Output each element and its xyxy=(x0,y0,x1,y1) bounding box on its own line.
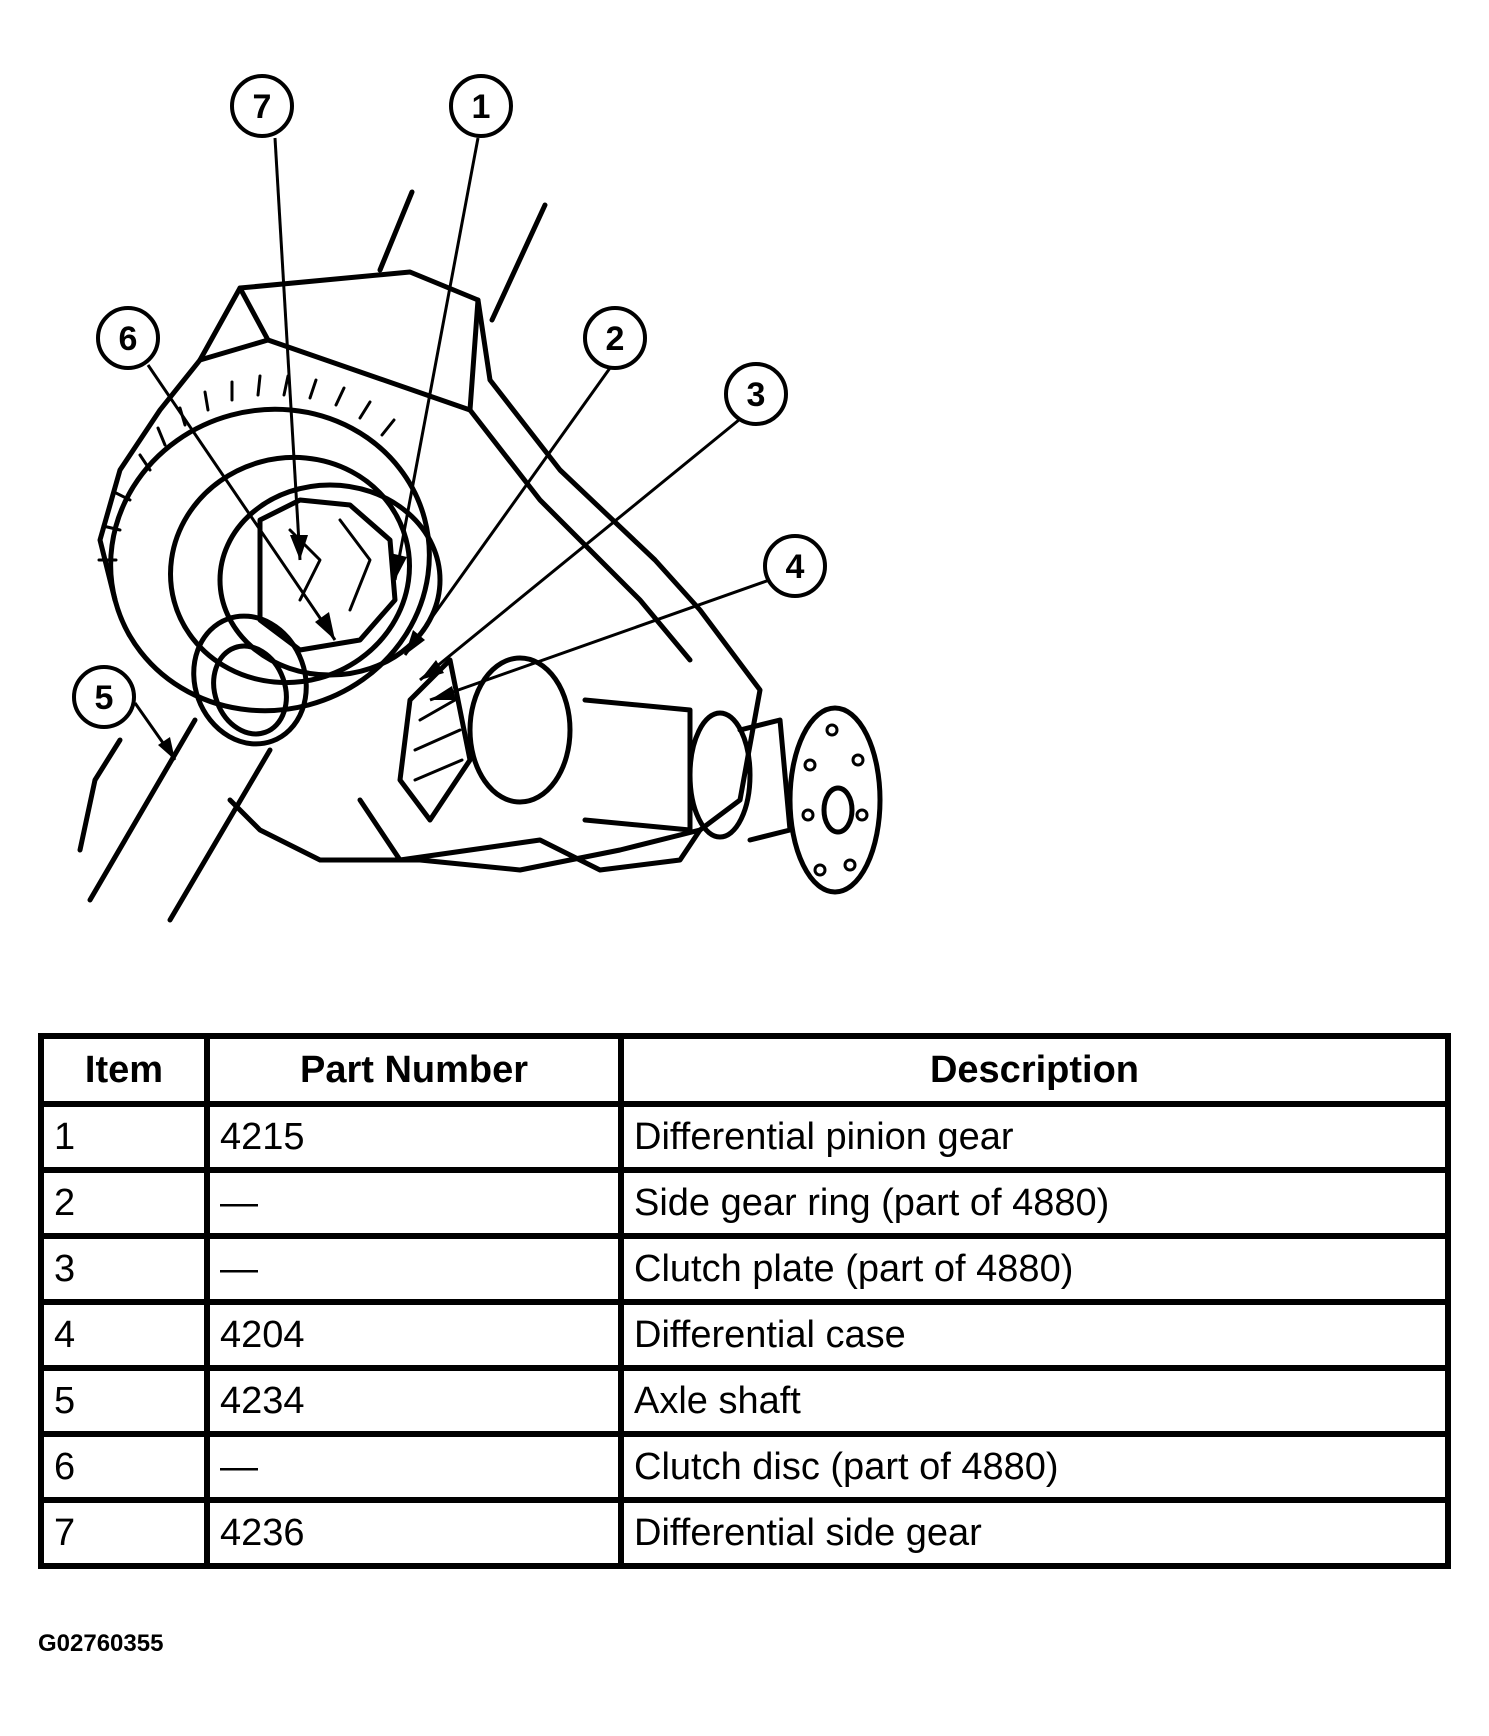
flange-bolt-holes xyxy=(801,723,869,877)
cell-item: 7 xyxy=(38,1497,210,1569)
table-row: 6 — Clutch disc (part of 4880) xyxy=(38,1431,1451,1503)
diff-case xyxy=(217,482,443,678)
cell-part-number: 4204 xyxy=(204,1299,624,1371)
vent-tube-right xyxy=(489,202,548,323)
vent-tube-left xyxy=(377,189,415,273)
svg-text:4: 4 xyxy=(786,548,805,586)
drive-pinion xyxy=(397,657,473,823)
table-row: 4 4204 Differential case xyxy=(38,1299,1451,1371)
leader-6 xyxy=(146,364,337,641)
pinion-bearing xyxy=(467,655,573,805)
figure-id: G02760355 xyxy=(38,1630,164,1657)
arrowhead-2 xyxy=(405,630,425,655)
callout-5: 5 xyxy=(72,665,136,729)
axle-housing-tube xyxy=(77,737,123,853)
housing-top-panel xyxy=(237,285,481,413)
cell-item: 5 xyxy=(38,1365,210,1437)
housing-rib-inner xyxy=(467,407,693,663)
leader-7 xyxy=(273,137,302,561)
axle-shaft xyxy=(87,717,273,923)
arrowhead-7 xyxy=(290,535,308,560)
cell-description: Clutch disc (part of 4880) xyxy=(618,1431,1451,1503)
cell-description: Clutch plate (part of 4880) xyxy=(618,1233,1451,1305)
housing-rib xyxy=(97,337,271,603)
leader-2 xyxy=(403,367,612,656)
cell-description: Differential case xyxy=(618,1299,1451,1371)
cell-item: 1 xyxy=(38,1101,210,1173)
differential-exploded-diagram: 7 1 6 2 3 4 5 xyxy=(72,74,883,923)
callout-1: 1 xyxy=(449,74,513,138)
cell-part-number: 4236 xyxy=(204,1497,624,1569)
cell-description: Side gear ring (part of 4880) xyxy=(618,1167,1451,1239)
svg-text:5: 5 xyxy=(95,679,114,717)
table-row: 5 4234 Axle shaft xyxy=(38,1365,1451,1437)
arrowhead-3 xyxy=(420,660,444,680)
arrowhead-1 xyxy=(390,553,407,580)
side-gear xyxy=(257,497,398,653)
svg-text:3: 3 xyxy=(747,376,766,414)
svg-text:6: 6 xyxy=(119,320,138,358)
table-row: 1 4215 Differential pinion gear xyxy=(38,1101,1451,1173)
parts-table: Item Part Number Description 1 4215 Diff… xyxy=(38,1033,1451,1569)
cell-description: Differential pinion gear xyxy=(618,1101,1451,1173)
pinion-shaft xyxy=(582,697,693,833)
ring-gear xyxy=(108,406,432,714)
cell-description: Differential side gear xyxy=(618,1497,1451,1569)
callout-3: 3 xyxy=(724,362,788,426)
drive-pinion-teeth xyxy=(413,698,464,782)
cell-description: Axle shaft xyxy=(618,1365,1451,1437)
callout-2: 2 xyxy=(583,306,647,370)
callout-6: 6 xyxy=(96,306,160,370)
leader-1 xyxy=(393,137,480,581)
header-description: Description xyxy=(618,1033,1451,1107)
pinion-inner-bearing xyxy=(687,710,753,840)
cell-part-number: 4234 xyxy=(204,1365,624,1437)
header-part-number: Part Number xyxy=(204,1033,624,1107)
cell-part-number: — xyxy=(204,1167,624,1239)
leader-3 xyxy=(419,413,746,682)
arrowhead-5 xyxy=(158,737,175,760)
yoke-body xyxy=(737,717,793,843)
table-row: 3 — Clutch plate (part of 4880) xyxy=(38,1233,1451,1305)
header-item: Item xyxy=(38,1033,210,1107)
svg-text:2: 2 xyxy=(606,320,625,358)
cell-part-number: 4215 xyxy=(204,1101,624,1173)
ring-gear-teeth xyxy=(97,374,396,562)
cell-part-number: — xyxy=(204,1431,624,1503)
left-bearing-inner xyxy=(211,643,289,737)
cell-item: 3 xyxy=(38,1233,210,1305)
table-row: 7 4236 Differential side gear xyxy=(38,1497,1451,1569)
cell-item: 6 xyxy=(38,1431,210,1503)
pinion-gear-detail xyxy=(288,518,372,612)
flange-hub xyxy=(821,785,855,835)
housing-outline xyxy=(197,269,763,873)
arrowhead-6 xyxy=(315,612,335,640)
svg-text:1: 1 xyxy=(472,88,491,126)
housing-bottom xyxy=(357,797,703,873)
ring-gear-inner xyxy=(168,454,412,686)
arrowhead-4 xyxy=(430,686,456,700)
callout-4: 4 xyxy=(763,534,827,598)
companion-flange xyxy=(787,705,883,895)
cell-item: 2 xyxy=(38,1167,210,1239)
svg-text:7: 7 xyxy=(253,88,272,126)
leader-4 xyxy=(429,576,776,702)
table-header-row: Item Part Number Description xyxy=(38,1033,1451,1107)
table-row: 2 — Side gear ring (part of 4880) xyxy=(38,1167,1451,1239)
callout-7: 7 xyxy=(230,74,294,138)
left-bearing xyxy=(191,613,309,747)
cell-item: 4 xyxy=(38,1299,210,1371)
cell-part-number: — xyxy=(204,1233,624,1305)
